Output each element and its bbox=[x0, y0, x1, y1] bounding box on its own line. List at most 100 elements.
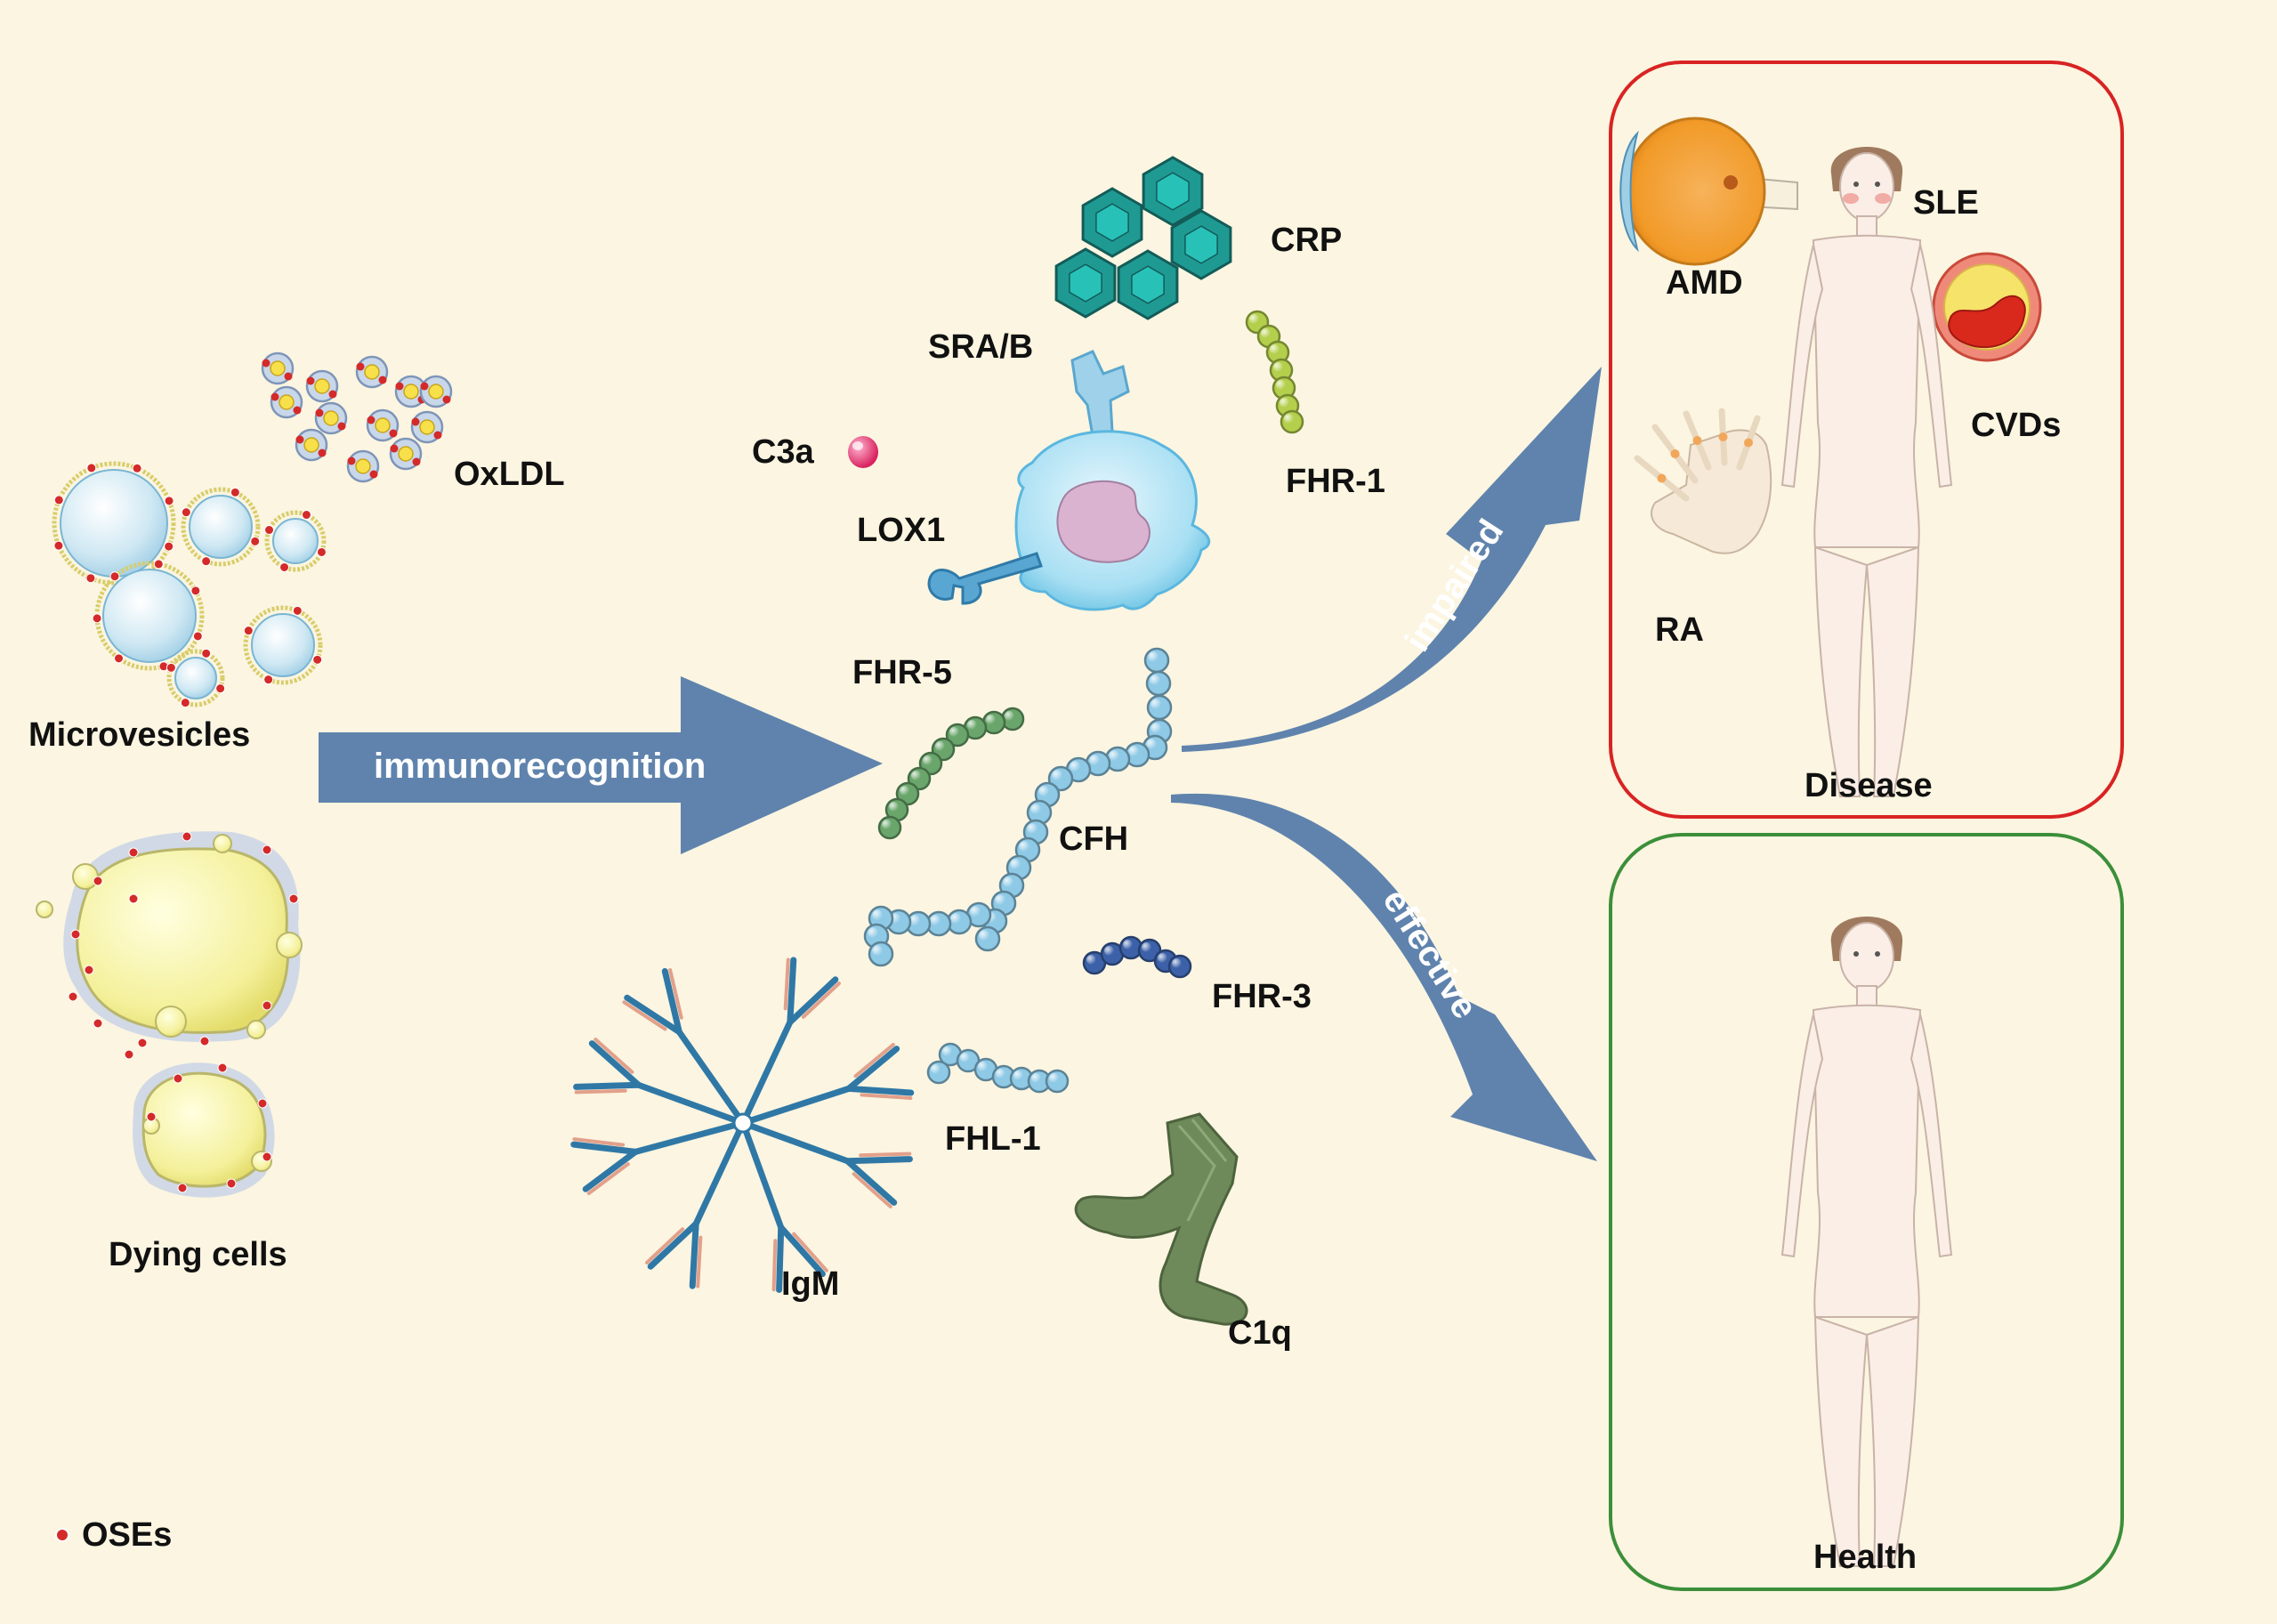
ose-dot bbox=[264, 525, 275, 536]
fhr5-domain-highlight bbox=[949, 727, 959, 737]
fhl1-domain-highlight bbox=[1049, 1073, 1059, 1083]
ose-dot bbox=[412, 457, 421, 466]
cvd-artery-illustration bbox=[1932, 252, 2042, 362]
igm-heavy-chain bbox=[675, 1029, 747, 1127]
igm-fab-arm bbox=[582, 1148, 639, 1192]
c3a-highlight bbox=[852, 441, 863, 450]
fhr3-domain-highlight bbox=[1104, 946, 1114, 956]
igm-light-chain bbox=[792, 1232, 828, 1273]
ose-dot bbox=[70, 929, 81, 940]
ose-dot bbox=[442, 395, 451, 404]
microvesicle bbox=[251, 613, 315, 677]
ose-dot bbox=[53, 540, 64, 551]
microvesicles-label: Microvesicles bbox=[28, 716, 250, 754]
ose-dot bbox=[201, 556, 212, 567]
ose-dot bbox=[215, 683, 226, 694]
igm-heavy-chain bbox=[739, 1119, 785, 1231]
microvesicles bbox=[52, 461, 327, 708]
microvesicle bbox=[60, 469, 168, 578]
ose-dot bbox=[337, 422, 346, 431]
cfh-domain-highlight bbox=[1151, 723, 1161, 733]
inflamed-joint bbox=[1692, 436, 1702, 445]
oxldl-label: OxLDL bbox=[454, 456, 565, 493]
cfh-domain-highlight bbox=[1146, 739, 1157, 749]
c1q-stalk bbox=[1074, 1112, 1248, 1326]
crp-subunit-face bbox=[1131, 265, 1165, 304]
ose-dot bbox=[312, 654, 323, 665]
ose-dot bbox=[201, 648, 212, 658]
ose-dot bbox=[395, 382, 404, 391]
ose-dot bbox=[367, 416, 375, 424]
fhr3-chain bbox=[1082, 935, 1192, 979]
ose-dot bbox=[318, 448, 327, 457]
health-body bbox=[1780, 917, 1953, 1567]
ose-dot bbox=[217, 1062, 228, 1073]
oxldl-core bbox=[314, 378, 330, 394]
fhl1-label: FHL-1 bbox=[945, 1120, 1041, 1158]
fhr1-domain-highlight bbox=[1276, 380, 1286, 390]
ose-dot bbox=[92, 613, 102, 624]
fhr3-domain-highlight bbox=[1158, 953, 1167, 963]
ose-dot bbox=[250, 536, 261, 546]
igm-fab-arm bbox=[588, 1040, 642, 1088]
igm-light-chain bbox=[771, 1239, 778, 1292]
igm-heavy-chain bbox=[739, 1085, 852, 1127]
fhr3-label: FHR-3 bbox=[1212, 978, 1312, 1015]
ose-dot bbox=[328, 390, 337, 399]
crp-subunit-face bbox=[1069, 263, 1102, 303]
cfh-domain-highlight bbox=[979, 930, 989, 941]
fhr1-domain-highlight bbox=[1284, 414, 1294, 424]
health-box-border bbox=[1609, 833, 2124, 1591]
ose-dot bbox=[356, 362, 365, 371]
lox1-label: LOX1 bbox=[857, 512, 945, 549]
oxldl-core bbox=[355, 458, 371, 474]
malar-rash bbox=[1843, 193, 1859, 204]
ose-dot bbox=[284, 372, 293, 381]
vesicle-membrane bbox=[243, 605, 323, 685]
eye-cornea bbox=[1619, 130, 1639, 253]
eye bbox=[1875, 182, 1880, 187]
right-leg bbox=[1865, 1315, 1920, 1567]
left-leg bbox=[1813, 1315, 1869, 1567]
ose-dot bbox=[182, 831, 192, 842]
fhr5-domain-highlight bbox=[900, 786, 909, 796]
head bbox=[1839, 152, 1894, 222]
oxldl-particles bbox=[261, 351, 453, 483]
ose-dot bbox=[173, 1073, 183, 1084]
igm-label: IgM bbox=[781, 1265, 839, 1303]
cfh-domain-highlight bbox=[1151, 699, 1161, 709]
ose-dot bbox=[262, 1151, 272, 1162]
ose-dot bbox=[293, 406, 302, 415]
ose-dot bbox=[166, 662, 176, 673]
igm-fab-arm bbox=[647, 1220, 699, 1270]
sra-b-receptor bbox=[1070, 350, 1130, 438]
fhr5-label: FHR-5 bbox=[852, 654, 952, 691]
ose-dot bbox=[243, 626, 254, 636]
oxldl-core bbox=[375, 417, 391, 433]
vesicle-membrane bbox=[181, 487, 261, 567]
ose-legend-dot bbox=[55, 1528, 69, 1542]
ose-dot bbox=[301, 510, 311, 521]
cfh-domain-highlight bbox=[1019, 841, 1029, 852]
igm-fab-arm bbox=[570, 1141, 639, 1155]
impaired-arrow: impaired bbox=[1182, 367, 1602, 752]
ra-label: RA bbox=[1655, 611, 1704, 649]
health-box bbox=[1609, 833, 2124, 1591]
fhr5-domain-highlight bbox=[889, 802, 899, 812]
ose-dot bbox=[84, 965, 94, 975]
cfh-domain-highlight bbox=[1148, 651, 1159, 662]
microvesicle bbox=[174, 657, 217, 699]
effective-label: effective bbox=[1375, 882, 1484, 1025]
ose-dot bbox=[132, 463, 142, 473]
ose-dot bbox=[164, 541, 174, 552]
health-title: Health bbox=[1813, 1539, 1917, 1576]
dying-cell-bleb bbox=[276, 932, 303, 958]
igm-light-chain bbox=[586, 1162, 630, 1196]
head bbox=[1839, 922, 1894, 991]
fhr5-chain bbox=[877, 707, 1025, 840]
c1q-molecule bbox=[1074, 1112, 1248, 1326]
ose-dot bbox=[292, 605, 303, 616]
ose-dot bbox=[128, 893, 139, 904]
effective-arrow-shape bbox=[1171, 793, 1597, 1161]
